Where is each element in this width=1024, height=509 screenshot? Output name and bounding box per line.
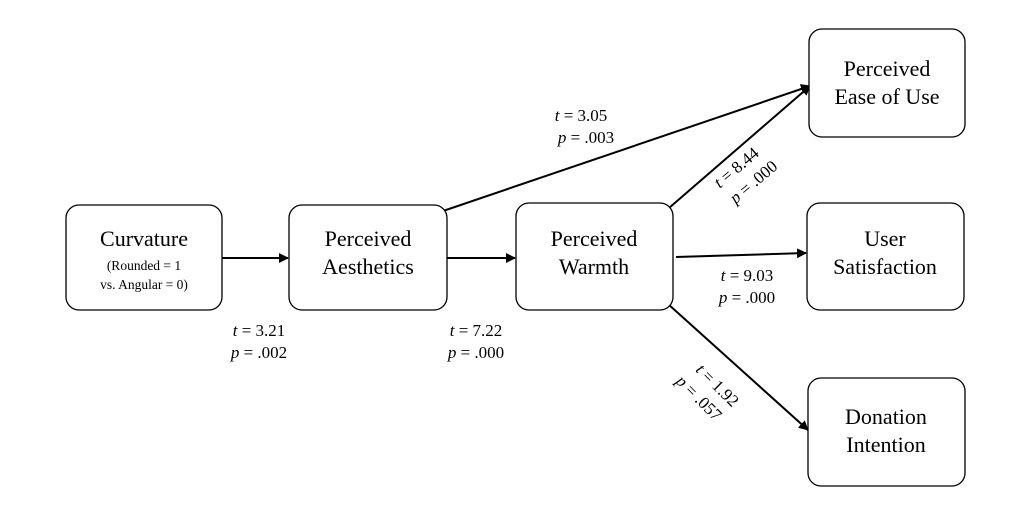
arrow-aesthetics-to-ease-of-use	[442, 84, 811, 212]
arrow-warmth-to-donation	[667, 303, 809, 431]
node-box	[515, 202, 674, 311]
node-label-line2: Intention	[846, 432, 925, 457]
node-label-line2: Ease of Use	[834, 84, 939, 109]
p-value: p = .002	[230, 343, 287, 362]
node-label-line2: Satisfaction	[833, 254, 937, 279]
node-label-line1: User	[864, 226, 906, 251]
stat-warmth-to-donation: t = 1.92 p = .057	[672, 360, 743, 425]
stat-aesthetics-to-ease-of-use: t = 3.05 p = .003	[555, 106, 614, 147]
node-user-satisfaction: User Satisfaction	[806, 202, 965, 311]
node-box	[808, 28, 966, 138]
stat-aesthetics-to-warmth: t = 7.22 p = .000	[447, 321, 504, 362]
node-label-line2: Warmth	[559, 254, 629, 279]
stat-curvature-to-aesthetics: t = 3.21 p = .002	[230, 321, 287, 362]
node-box	[806, 202, 965, 311]
node-subtitle-line2: vs. Angular = 0)	[100, 277, 188, 292]
t-statistic: t = 7.22	[450, 321, 503, 340]
t-statistic: t = 9.03	[721, 266, 774, 285]
arrow-warmth-to-satisfaction	[675, 248, 807, 259]
t-statistic: t = 3.05	[555, 106, 608, 125]
node-subtitle-line1: (Rounded = 1	[107, 258, 181, 273]
arrow-warmth-to-ease-of-use	[668, 85, 811, 209]
node-box	[65, 204, 223, 311]
p-value: p = .000	[447, 343, 504, 362]
p-value: p = .000	[718, 288, 775, 307]
node-label-line1: Perceived	[551, 226, 638, 251]
node-perceived-aesthetics: Perceived Aesthetics	[288, 204, 448, 311]
node-donation-intention: Donation Intention	[807, 377, 966, 487]
node-title: Curvature	[100, 226, 188, 251]
node-box	[807, 377, 966, 487]
t-statistic: t = 3.21	[233, 321, 286, 340]
node-label-line1: Donation	[845, 404, 927, 429]
stat-warmth-to-satisfaction: t = 9.03 p = .000	[718, 266, 775, 307]
node-label-line1: Perceived	[325, 226, 412, 251]
node-label-line2: Aesthetics	[322, 254, 414, 279]
node-box	[288, 204, 448, 311]
p-value: p = .003	[557, 128, 614, 147]
node-label-line1: Perceived	[844, 56, 931, 81]
stat-warmth-to-ease-of-use: t = 8.44 p = .000	[710, 143, 781, 208]
node-curvature: Curvature (Rounded = 1 vs. Angular = 0)	[65, 204, 223, 311]
node-perceived-ease-of-use: Perceived Ease of Use	[808, 28, 966, 138]
node-perceived-warmth: Perceived Warmth	[515, 202, 674, 311]
